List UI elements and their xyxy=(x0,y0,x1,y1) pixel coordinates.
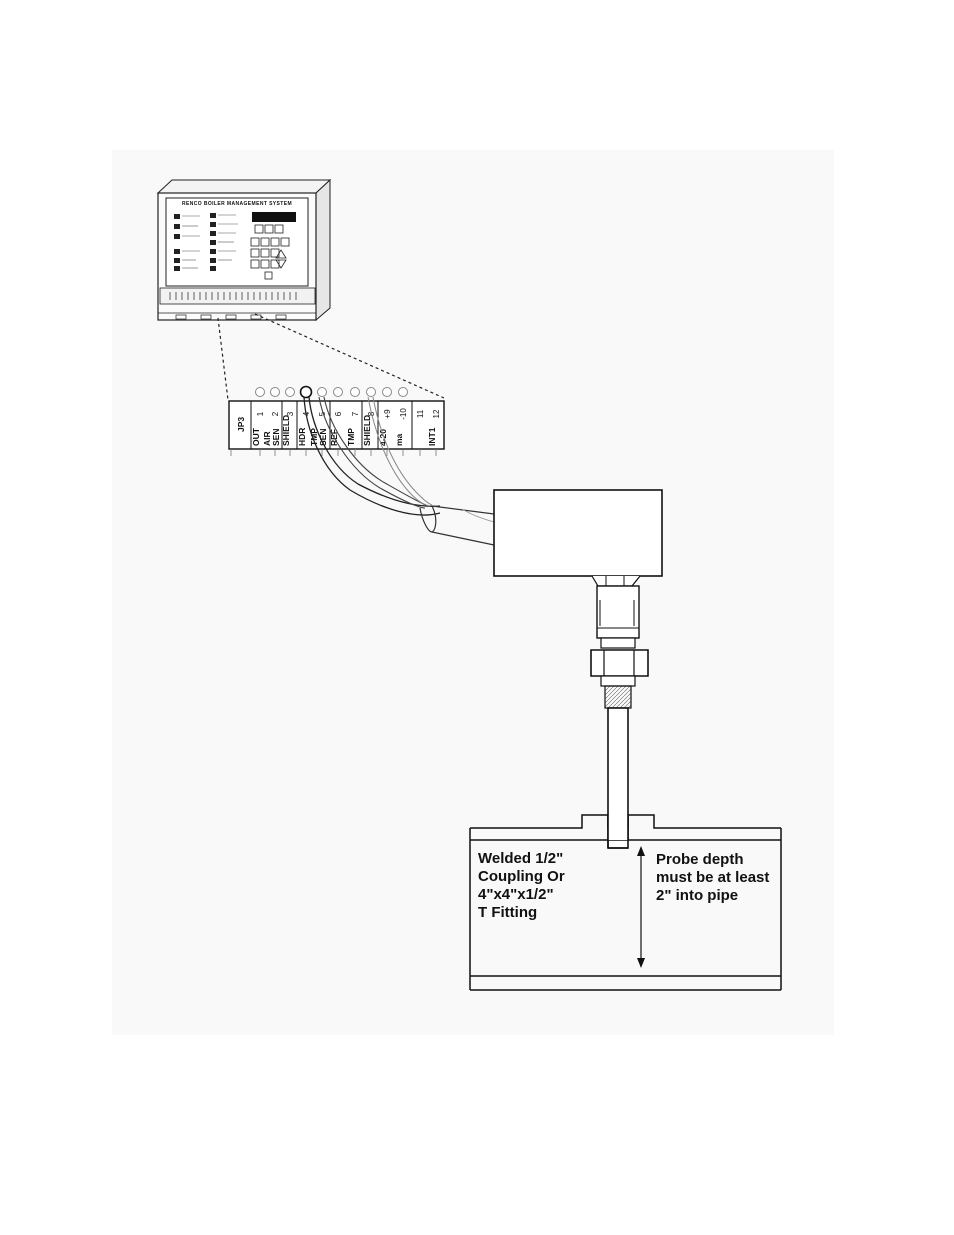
terminal-number: 7 xyxy=(351,411,360,416)
terminal-label: SHIELD xyxy=(281,415,291,446)
terminal-number: 2 xyxy=(271,411,280,416)
controller-title: RENCO BOILER MANAGEMENT SYSTEM xyxy=(182,201,292,207)
probe-note-line: Probe depth xyxy=(656,851,744,868)
terminal-label: OUT xyxy=(251,427,261,446)
terminal-number: 11 xyxy=(416,409,425,418)
terminal-number: 12 xyxy=(432,409,441,418)
fitting-note-line: 4"x4"x1/2" xyxy=(478,886,554,903)
probe-note-line: 2" into pipe xyxy=(656,887,738,904)
boiler-controller: RENCO BOILER MANAGEMENT SYSTEM xyxy=(158,180,330,320)
fitting-note-line: Coupling Or xyxy=(478,868,565,885)
terminal-label: INT1 xyxy=(427,427,437,446)
probe-note-line: must be at least xyxy=(656,869,769,886)
terminal-label: SEN xyxy=(271,429,281,446)
terminal-number: +9 xyxy=(383,409,392,419)
terminal-label: SHIELD xyxy=(362,415,372,446)
terminal-label: TMP xyxy=(346,428,356,446)
terminal-4-screw xyxy=(301,387,312,398)
fitting-note-line: Welded 1/2" xyxy=(478,850,563,867)
terminal-number: 1 xyxy=(256,411,265,416)
terminal-number: 6 xyxy=(334,411,343,416)
terminal-label: JP3 xyxy=(236,417,246,432)
terminal-label: ma xyxy=(394,433,404,446)
terminal-label: HDR xyxy=(297,428,307,446)
fitting-note-line: T Fitting xyxy=(478,904,537,921)
controller-display xyxy=(252,212,296,222)
sensor-housing xyxy=(494,490,662,576)
terminal-number: -10 xyxy=(399,408,408,420)
